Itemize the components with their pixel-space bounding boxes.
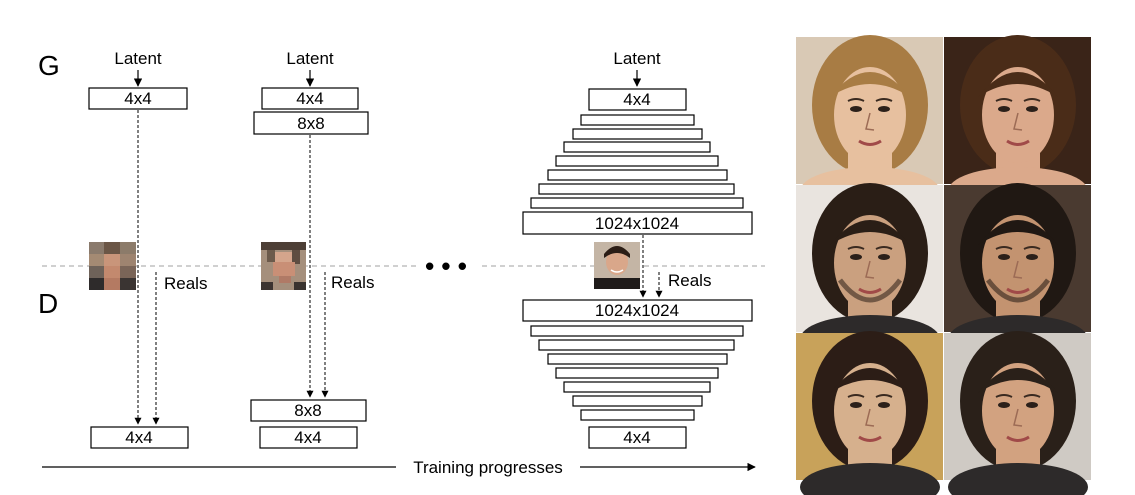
real-image-8x8-thumbnail — [261, 242, 306, 290]
g-block-label: 8x8 — [297, 114, 324, 133]
d-block-label: 1024x1024 — [595, 301, 679, 320]
ellipsis: • • • — [425, 251, 467, 281]
discriminator-label: D — [38, 288, 58, 319]
real-image-4x4-thumbnail — [89, 242, 136, 290]
d-block-label: 4x4 — [294, 428, 321, 447]
latent-label: Latent — [613, 49, 661, 68]
g-block-label: 4x4 — [296, 89, 323, 108]
reals-label: Reals — [668, 271, 711, 290]
latent-label: Latent — [114, 49, 162, 68]
stage-2: Latent 4x4 8x8 Reals 8x8 4x4 — [251, 49, 374, 448]
stage-1: Latent 4x4 Reals 4x4 — [89, 49, 207, 448]
generated-face-sample — [944, 331, 1091, 495]
d-intermediate-blocks — [531, 326, 743, 420]
g-intermediate-blocks — [531, 115, 743, 208]
reals-label: Reals — [331, 273, 374, 292]
generated-face-sample — [796, 331, 943, 495]
d-block-label: 4x4 — [623, 428, 650, 447]
d-block-label: 8x8 — [294, 401, 321, 420]
stage-final: Latent 4x4 1024x1024 Reals 1024x1024 — [523, 49, 752, 448]
training-progresses-label: Training progresses — [413, 458, 563, 477]
g-block-label: 4x4 — [623, 90, 650, 109]
generator-label: G — [38, 50, 60, 81]
g-block-label: 4x4 — [124, 89, 151, 108]
reals-label: Reals — [164, 274, 207, 293]
g-block-label: 1024x1024 — [595, 214, 679, 233]
latent-label: Latent — [286, 49, 334, 68]
generated-samples-grid — [796, 35, 1091, 495]
real-image-1024-thumbnail — [594, 242, 640, 289]
d-block-label: 4x4 — [125, 428, 152, 447]
